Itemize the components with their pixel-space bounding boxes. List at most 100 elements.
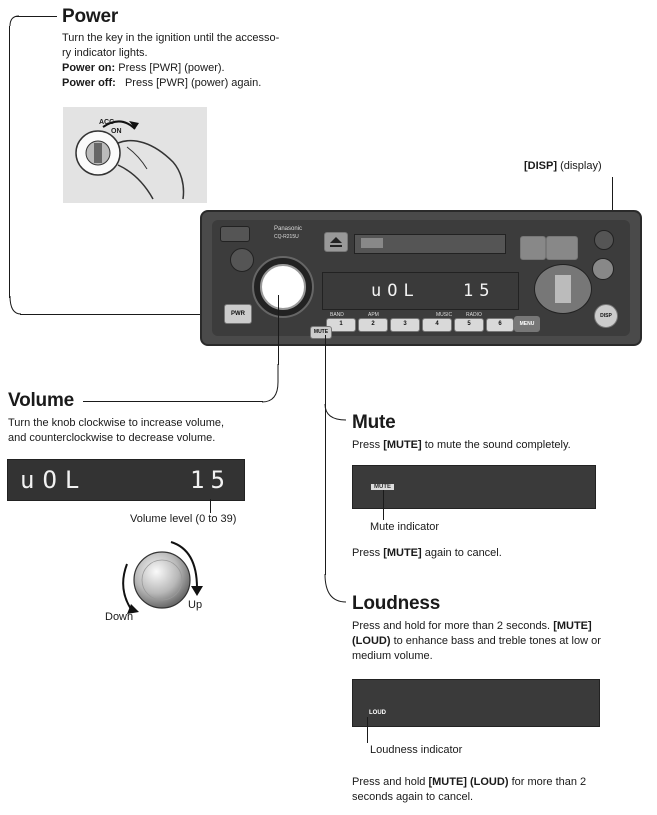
volume-desc-line1: Turn the knob clockwise to increase volu… [8,417,225,429]
power-leader-corner-top [9,15,20,27]
tape-button-2[interactable] [546,236,578,260]
loud-line1-key: [MUTE] [553,620,592,632]
volume-leader-h [83,401,263,402]
power-on-label: Power on: [62,62,116,74]
ignition-key-icon [75,120,185,200]
power-off-text: Press [PWR] (power) again. [124,77,262,89]
mute-desc-post: to mute the sound completely. [424,439,571,451]
volume-heading: Volume [8,390,75,411]
mute-cancel-post: again to cancel. [424,547,502,559]
disp-suffix: (display) [560,160,602,172]
loud-line2-key: (LOUD) [352,635,391,647]
volume-lcd-left: uOL [20,466,88,494]
band-label-4: RADIO [466,312,482,318]
loud-cancel-key: [MUTE] (LOUD) [428,776,509,788]
power-on-line: Power on: Press [PWR] (power). [62,61,332,76]
left-round-button[interactable] [230,248,254,272]
volume-lcd-right: 15 [190,466,231,494]
knob-down-label: Down [105,611,134,623]
volume-lcd: uOL 15 [7,459,245,501]
power-on-text: Press [PWR] (power). [118,62,225,74]
power-leader-corner-bottom [9,296,22,315]
tape-button-1[interactable] [520,236,546,260]
disp-key: [DISP] [524,160,557,172]
preset-button-4[interactable]: 4 [422,318,452,332]
band-label-2: APM [368,312,379,318]
key-acc-label: ACC [99,119,115,126]
brand-label: Panasonic [274,226,303,232]
tune-joypad-center [555,275,571,303]
ignition-key-illustration: ACC ON [63,107,207,203]
power-off-line: Power off: Press [PWR] (power) again. [62,76,332,91]
volume-desc-line2: and counterclockwise to decrease volume. [8,432,216,444]
mute-indicator: MUTE [371,484,394,490]
power-desc-line2: ry indicator lights. [62,47,148,59]
mute-indicator-caption: Mute indicator [370,521,440,533]
loud-line1-pre: Press and hold for more than 2 seconds. [352,620,551,632]
volume-leader-corner [261,364,279,403]
volume-leader-v [278,295,279,365]
top-right-round-button[interactable] [594,230,614,250]
loud-cancel-line2: seconds again to cancel. [352,791,474,803]
loud-cancel-post: for more than 2 [511,776,587,788]
stereo-lcd-left: uOL [371,281,420,301]
loudness-description: Press and hold for more than 2 seconds. … [352,619,647,664]
mute-desc-key: [MUTE] [383,439,422,451]
volume-knob-illustration [122,541,203,614]
mute-indicator-leader [383,490,384,520]
tune-joypad[interactable] [534,264,592,314]
preset-button-1[interactable]: 1 [326,318,356,332]
volume-knob-face [260,264,306,310]
mute-cancel-pre: Press [352,547,381,559]
loud-desc-line3: medium volume. [352,650,433,662]
key-on-label: ON [111,128,122,135]
pwr-button[interactable]: PWR [224,304,252,324]
loudness-indicator: LOUD [369,710,386,716]
volume-description: Turn the knob clockwise to increase volu… [8,416,288,446]
cassette-slot [354,234,506,254]
preset-button-3[interactable]: 3 [390,318,420,332]
stereo-lcd: uOL 15 [322,272,519,310]
power-off-label: Power off: [62,77,116,89]
mute-description: Press [MUTE] to mute the sound completel… [352,438,571,453]
volume-level-leader [210,499,211,513]
volume-knob[interactable] [252,256,314,318]
preset-button-5[interactable]: 5 [454,318,484,332]
band-label-3: MUSIC [436,312,453,318]
power-heading: Power [62,6,119,27]
mute-button[interactable]: MUTE [310,326,332,339]
knob-up-label: Up [188,599,203,611]
cassette-door [361,238,383,248]
eject-button[interactable] [324,232,348,252]
eject-icon [330,237,342,247]
loudness-cancel: Press and hold [MUTE] (LOUD) for more th… [352,775,647,805]
top-left-button[interactable] [220,226,250,242]
disp-caption: [DISP] (display) [524,159,602,174]
loud-desc-line1: Press and hold for more than 2 seconds. … [352,619,647,634]
loudness-indicator-caption: Loudness indicator [370,744,463,756]
loud-line2-post: to enhance bass and treble tones at low … [393,635,601,647]
model-label: CQ-R215U [274,234,299,240]
preset-button-6[interactable]: 6 [486,318,514,332]
volume-level-caption: Volume level (0 to 39) [130,513,237,525]
car-stereo-unit: Panasonic CQ-R215U uOL 15 BAND APM MUSIC… [200,210,642,346]
right-round-button[interactable] [592,258,614,280]
loudness-lcd: LOUD [352,679,600,727]
power-description: Turn the key in the ignition until the a… [62,31,332,91]
power-leader-v [9,26,10,298]
mute-lcd: MUTE [352,465,596,509]
mute-leader-corner [324,404,347,421]
loud-cancel-pre: Press and hold [352,776,426,788]
mute-desc-pre: Press [352,439,381,451]
disp-button[interactable]: DISP [594,304,618,328]
mute-cancel-key: [MUTE] [383,547,422,559]
loud-indicator-leader [367,717,368,743]
loud-desc-line2: (LOUD) to enhance bass and treble tones … [352,634,647,649]
preset-button-2[interactable]: 2 [358,318,388,332]
stereo-lcd-right: 15 [463,281,496,301]
loud-cancel-line1: Press and hold [MUTE] (LOUD) for more th… [352,775,647,790]
menu-button[interactable]: MENU [514,316,540,332]
power-leader-h2 [20,314,220,315]
band-label-1: BAND [330,312,344,318]
power-leader-h [15,16,57,17]
